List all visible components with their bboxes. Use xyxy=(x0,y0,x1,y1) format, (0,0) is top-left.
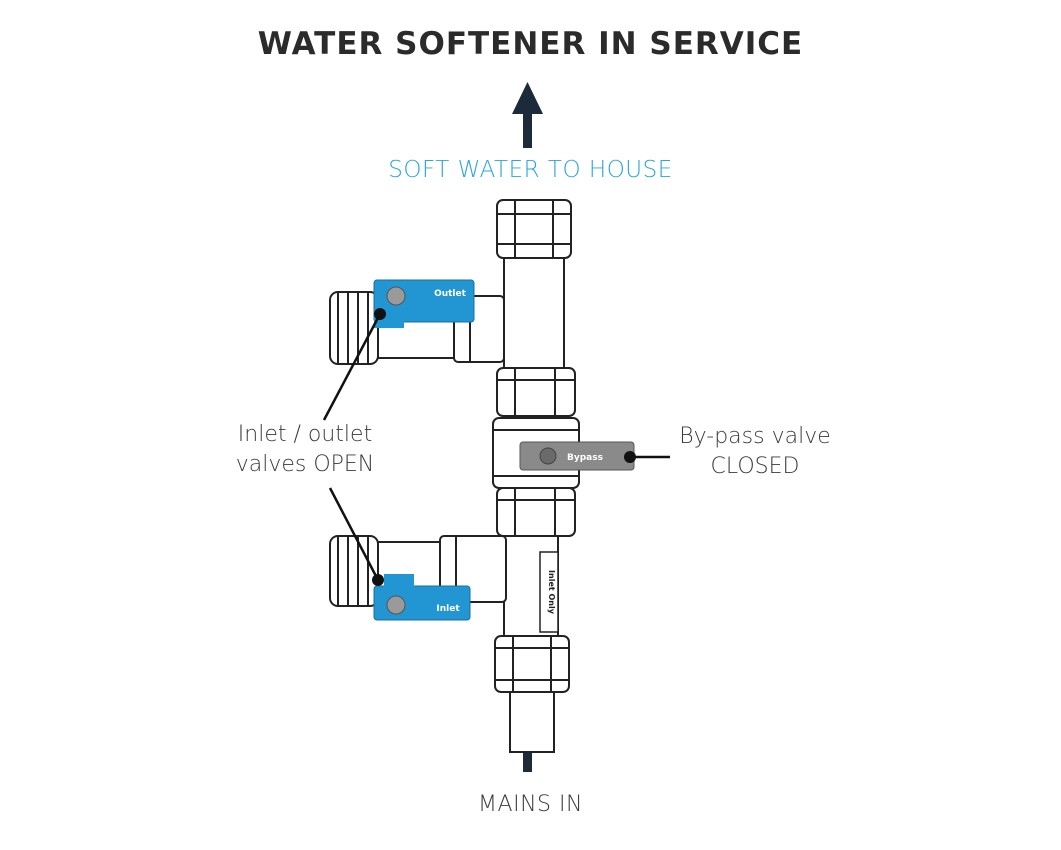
callout-leaders xyxy=(322,308,670,586)
bypass-valve-handle: Bypass xyxy=(519,441,635,471)
bypass-label-line1: By-pass valve xyxy=(679,424,831,449)
inlet-only-label: Inlet Only xyxy=(547,570,556,615)
inlet-branch xyxy=(329,535,507,607)
inlet-valve-handle: Inlet xyxy=(373,574,471,621)
inlet-outlet-label-line2: valves OPEN xyxy=(235,452,375,477)
mains-in-label: MAINS IN xyxy=(478,792,583,817)
inlet-only-tag: Inlet Only xyxy=(539,551,559,633)
bypass-handle-label: Bypass xyxy=(567,453,603,463)
soft-water-label: SOFT WATER TO HOUSE xyxy=(388,157,673,183)
bypass-callout: By-pass valve CLOSED xyxy=(640,422,870,482)
inlet-handle-label: Inlet xyxy=(436,604,460,614)
bypass-label-line2: CLOSED xyxy=(710,454,800,479)
outlet-valve-handle: Outlet xyxy=(373,279,475,328)
main-pipe xyxy=(492,199,580,753)
page-title: WATER SOFTENER IN SERVICE xyxy=(257,26,804,62)
inlet-outlet-callout: Inlet / outlet valves OPEN xyxy=(200,420,410,480)
outflow-arrow-icon xyxy=(512,82,543,148)
inlet-outlet-label-line1: Inlet / outlet xyxy=(237,422,373,447)
outlet-handle-label: Outlet xyxy=(434,289,467,299)
